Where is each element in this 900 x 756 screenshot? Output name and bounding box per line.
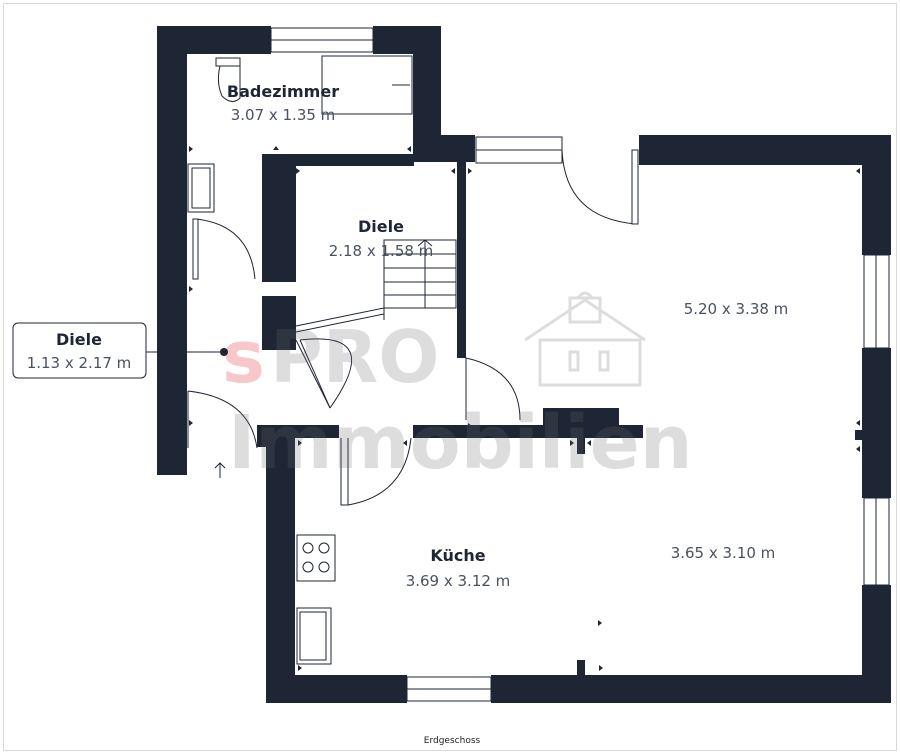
toilet: [215, 57, 241, 102]
door-diele-big: [465, 357, 521, 421]
watermark-house-icon: [524, 291, 646, 387]
room-dims-bath: 3.07 x 1.35 m: [231, 106, 336, 124]
callout-name: Diele: [56, 330, 102, 349]
kitchen-sink: [296, 607, 332, 665]
windows: [270, 27, 890, 702]
bath-sink: [187, 163, 215, 213]
callout-diele: Diele 1.13 x 2.17 m: [12, 322, 228, 379]
watermark-pro: PRO: [270, 315, 439, 399]
bathtub: [321, 55, 413, 115]
callout-box: [12, 322, 147, 379]
room-name-kueche: Küche: [430, 546, 485, 565]
fixtures: [187, 55, 413, 665]
stove: [296, 534, 336, 582]
room-dims-right: 3.65 x 3.10 m: [671, 544, 776, 562]
callout-dims: 1.13 x 2.17 m: [27, 354, 132, 372]
watermark: s PRO Immobilien: [222, 291, 693, 486]
room-labels: Badezimmer 3.07 x 1.35 m Diele 2.18 x 1.…: [227, 82, 788, 590]
door-entry: [187, 390, 258, 449]
tick-marks: [189, 146, 860, 671]
room-name-bath: Badezimmer: [227, 82, 339, 101]
doors: [187, 149, 639, 506]
room-dims-kueche: 3.69 x 3.12 m: [406, 572, 511, 590]
walls: [157, 26, 891, 703]
page-frame: [3, 3, 897, 751]
watermark-s: s: [222, 315, 265, 399]
floor-label: Erdgeschoss: [424, 736, 481, 746]
door-bath: [195, 218, 256, 280]
door-kitchen: [340, 437, 412, 506]
callout-dot: [220, 348, 228, 356]
door-big-room: [561, 149, 637, 225]
room-dims-big: 5.20 x 3.38 m: [684, 300, 789, 318]
room-dims-diele: 2.18 x 1.58 m: [329, 242, 434, 260]
room-name-diele: Diele: [358, 217, 404, 236]
entry-arrow-icon: [214, 462, 226, 478]
stairs: [295, 239, 457, 409]
watermark-immobilien: Immobilien: [228, 400, 693, 486]
door-diele-swing: [299, 338, 353, 409]
